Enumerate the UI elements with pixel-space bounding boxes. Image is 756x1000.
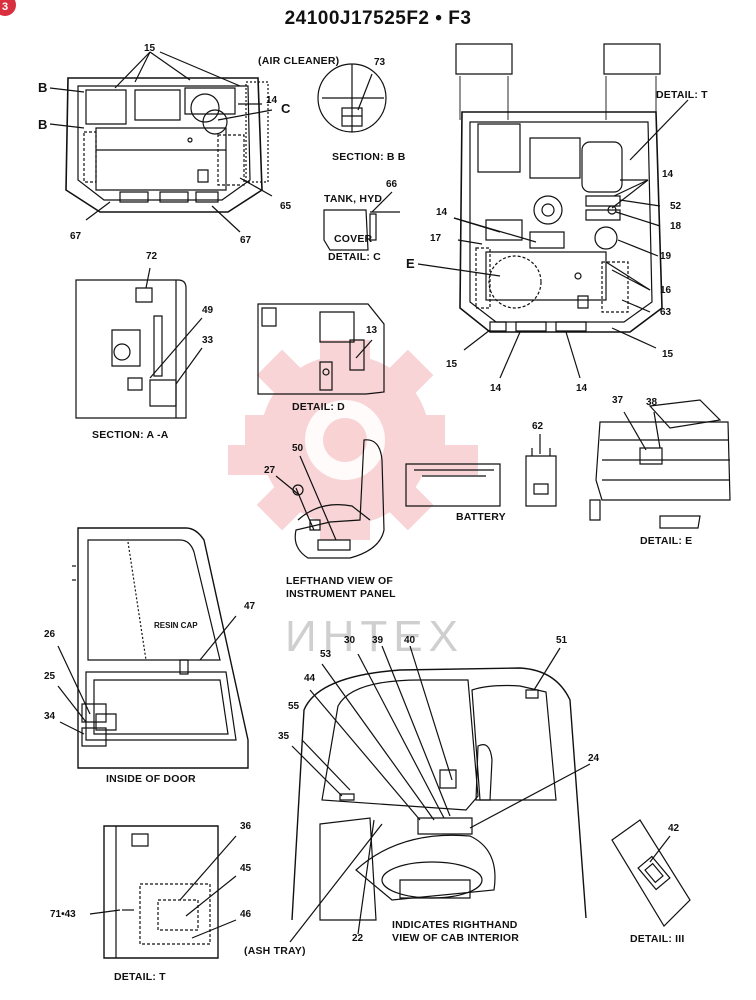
callout-39: 39 [372, 635, 384, 646]
cab-interior-view [290, 646, 590, 942]
callout-b: B [38, 117, 48, 132]
callout-53: 53 [320, 649, 332, 660]
callout-14: 14 [662, 169, 674, 180]
callout-18: 18 [670, 221, 682, 232]
caption-lefthand-view-1: LEFTHAND VIEW OF [286, 575, 394, 587]
detail-t-bottom-view [90, 826, 236, 958]
callout-73: 73 [374, 57, 386, 68]
caption-ash-tray: (ASH TRAY) [244, 945, 306, 957]
callout-67: 67 [70, 231, 82, 242]
callout-40: 40 [404, 635, 416, 646]
detail-e-view [590, 400, 730, 528]
callout-47: 47 [244, 601, 256, 612]
callout-c: C [281, 101, 291, 116]
callout-50: 50 [292, 443, 304, 454]
callout-46: 46 [240, 909, 252, 920]
callout-34: 34 [44, 711, 56, 722]
detail-d-view [258, 304, 384, 394]
callout-36: 36 [240, 821, 252, 832]
callout-37: 37 [612, 395, 624, 406]
callout-16: 16 [660, 285, 672, 296]
watermark-text: ИНТЕХ [285, 612, 464, 661]
callout-38: 38 [646, 397, 658, 408]
callout-62: 62 [532, 421, 544, 432]
callout-24: 24 [588, 753, 600, 764]
callout-14: 14 [576, 383, 588, 394]
callout-14: 14 [436, 207, 448, 218]
caption-detail-t-bottom: DETAIL: T [114, 971, 166, 983]
caption-detail-iii: DETAIL: III [630, 933, 685, 945]
callout-35: 35 [278, 731, 290, 742]
section-aa-view [76, 268, 202, 418]
caption-section-aa: SECTION: A -A [92, 429, 169, 441]
instrument-panel-seat [276, 440, 384, 558]
callout-52: 52 [670, 201, 682, 212]
detail-c-tank-hyd [324, 192, 400, 250]
caption-detail-c: DETAIL: C [328, 251, 381, 263]
detail-iii-view [612, 820, 690, 926]
caption-righthand-view-2: VIEW OF CAB INTERIOR [392, 932, 520, 944]
callout-42: 42 [668, 823, 680, 834]
caption-tank-hyd: TANK, HYD [324, 193, 383, 205]
inside-of-door-view [58, 528, 248, 768]
machine-top-view-left [50, 52, 272, 232]
callout-67: 67 [240, 235, 252, 246]
callout-26: 26 [44, 629, 56, 640]
callout-27: 27 [264, 465, 276, 476]
machine-top-view-right [418, 44, 688, 378]
callout-b: B [38, 80, 48, 95]
callout-14: 14 [266, 95, 278, 106]
diagram-title: 24100J17525F2 • F3 [284, 8, 472, 29]
callout-19: 19 [660, 251, 672, 262]
section-bb-air-cleaner [318, 64, 386, 132]
callout-14: 14 [490, 383, 502, 394]
callout-e: E [406, 256, 415, 271]
callout-71-43: 71•43 [50, 909, 76, 920]
callout-17: 17 [430, 233, 442, 244]
battery-view [406, 434, 556, 506]
callout-45: 45 [240, 863, 252, 874]
callout-33: 33 [202, 335, 214, 346]
caption-righthand-view-1: INDICATES RIGHTHAND [392, 919, 518, 931]
caption-lefthand-view-2: INSTRUMENT PANEL [286, 588, 396, 600]
caption-inside-of-door: INSIDE OF DOOR [106, 773, 196, 785]
caption-detail-e: DETAIL: E [640, 535, 693, 547]
callout-55: 55 [288, 701, 300, 712]
callout-49: 49 [202, 305, 214, 316]
caption-air-cleaner: (AIR CLEANER) [258, 55, 340, 67]
caption-cover: COVER [334, 233, 373, 245]
callout-15: 15 [662, 349, 674, 360]
callout-65: 65 [280, 201, 292, 212]
caption-detail-d: DETAIL: D [292, 401, 345, 413]
callout-22: 22 [352, 933, 364, 944]
callout-72: 72 [146, 251, 158, 262]
callout-63: 63 [660, 307, 672, 318]
callout-15: 15 [446, 359, 458, 370]
callout-66: 66 [386, 179, 398, 190]
caption-detail-t-top: DETAIL: T [656, 89, 708, 101]
callout-30: 30 [344, 635, 356, 646]
callout-15: 15 [144, 43, 156, 54]
caption-battery: BATTERY [456, 511, 506, 523]
callout-44: 44 [304, 673, 316, 684]
callout-13: 13 [366, 325, 378, 336]
callout-51: 51 [556, 635, 568, 646]
caption-section-bb: SECTION: B B [332, 151, 406, 163]
caption-resin-cap: RESIN CAP [154, 621, 198, 630]
callout-25: 25 [44, 671, 56, 682]
page-badge: 3 [0, 0, 16, 16]
